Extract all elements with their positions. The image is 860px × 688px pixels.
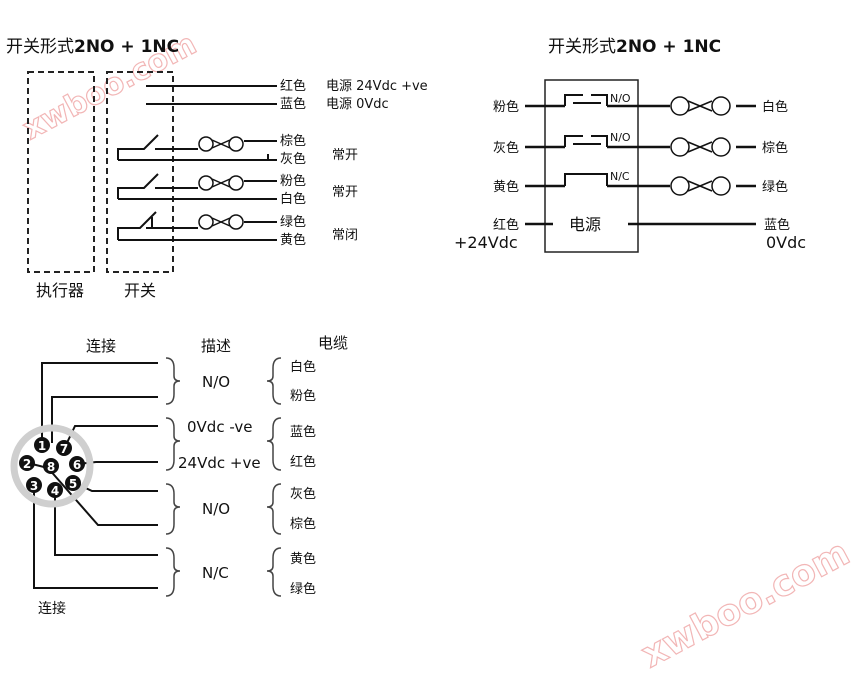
connector-symbol-2 (198, 175, 244, 191)
top-right-title: 开关形式2NO + 1NC (548, 37, 721, 57)
group-1-cable-2: 粉色 (290, 388, 316, 404)
power-desc-negative: 电源 0Vdc (326, 97, 389, 112)
switch-nc (117, 211, 277, 241)
pin-6: 6 (69, 456, 85, 472)
group-2-cable-1: 蓝色 (290, 424, 316, 440)
switch-box (106, 71, 174, 273)
wire-color-brown: 棕色 (280, 133, 306, 149)
connector-symbol-3 (198, 214, 244, 230)
pin-4: 4 (47, 482, 63, 498)
wire-color-blue: 蓝色 (280, 96, 306, 112)
svg-text:8: 8 (47, 460, 55, 474)
power-right-color: 蓝色 (764, 217, 790, 233)
connector-pinout-diagram: 连接 描述 电缆 连接 1 7 2 8 6 3 5 4 (10, 334, 348, 617)
power-left-color: 红色 (493, 217, 519, 233)
switch-housing (544, 79, 639, 253)
column-cable-label: 电缆 (318, 334, 348, 352)
voltage-left: +24Vdc (454, 233, 518, 252)
actuator-label: 执行器 (36, 281, 84, 300)
wire-color-red: 红色 (280, 78, 306, 94)
wire-color-pink: 粉色 (280, 173, 306, 189)
switch-no-1 (117, 134, 277, 161)
actuator-box (27, 71, 95, 273)
svg-text:6: 6 (73, 458, 81, 472)
group-4-cable-1: 黄色 (290, 551, 316, 567)
contact-3-type: N/C (610, 170, 630, 183)
contact-2-type: N/O (610, 131, 631, 144)
contact-3-right-color: 绿色 (762, 179, 788, 195)
top-left-diagram: 开关形式2NO + 1NC 执行器 开关 (6, 37, 428, 300)
group-2-desc-positive: 24Vdc +ve (178, 454, 261, 472)
contact-row-1: 粉色 N/O 白色 (493, 92, 788, 116)
contact-2-left-color: 灰色 (493, 140, 519, 156)
group-1-desc: N/O (202, 373, 230, 391)
svg-text:3: 3 (30, 479, 38, 493)
power-label: 电源 (569, 215, 601, 234)
top-right-diagram: 开关形式2NO + 1NC 粉色 N/O 白色 (454, 37, 806, 253)
contact-row-3: 黄色 N/C 绿色 (493, 170, 788, 196)
pin-3: 3 (26, 477, 42, 493)
group-3-cable-1: 灰色 (290, 486, 316, 502)
pin-7: 7 (56, 440, 72, 456)
group-2-cable-2: 红色 (290, 454, 316, 470)
group-1-cable-1: 白色 (290, 359, 316, 375)
group-4-cable-2: 绿色 (290, 581, 316, 597)
svg-text:7: 7 (60, 442, 68, 456)
svg-text:xwboo.com: xwboo.com (635, 532, 856, 676)
contact-2-right-color: 棕色 (762, 140, 788, 156)
desc-braces (165, 357, 181, 597)
connector-wires (27, 362, 158, 589)
contact-1-type: N/O (610, 92, 631, 105)
pin-5: 5 (65, 475, 81, 491)
contact-1-right-color: 白色 (762, 99, 788, 115)
wire-color-green: 绿色 (280, 214, 306, 230)
bottom-connect-label: 连接 (38, 600, 66, 617)
desc-nc: 常闭 (332, 228, 358, 243)
power-desc-positive: 电源 24Vdc +ve (326, 79, 428, 94)
group-2-desc-negative: 0Vdc -ve (187, 418, 252, 436)
connector-symbol-1 (198, 136, 244, 152)
contact-3-left-color: 黄色 (493, 179, 519, 195)
voltage-right: 0Vdc (766, 233, 806, 252)
connector-pins: 1 7 2 8 6 3 5 4 (19, 437, 85, 498)
connector-ring (10, 424, 94, 508)
svg-text:2: 2 (23, 457, 31, 471)
watermark-bottom-right: xwboo.com (634, 532, 857, 677)
pin-8: 8 (43, 458, 59, 474)
switch-label: 开关 (124, 281, 156, 300)
switch-no-2 (117, 173, 277, 200)
desc-no-1: 常开 (332, 148, 358, 163)
group-4-desc: N/C (202, 564, 229, 582)
contact-row-2: 灰色 N/O 棕色 (493, 131, 788, 157)
group-3-desc: N/O (202, 500, 230, 518)
pin-2: 2 (19, 455, 35, 471)
svg-text:1: 1 (38, 439, 46, 453)
group-3-cable-2: 棕色 (290, 516, 316, 532)
wire-color-white: 白色 (280, 191, 306, 207)
wire-color-yellow: 黄色 (280, 232, 306, 248)
pin-1: 1 (34, 437, 50, 453)
column-desc-label: 描述 (201, 337, 231, 355)
column-connect-label: 连接 (86, 337, 116, 355)
svg-text:4: 4 (51, 484, 59, 498)
svg-text:5: 5 (69, 477, 77, 491)
contact-1-left-color: 粉色 (493, 99, 519, 115)
wire-color-grey: 灰色 (280, 151, 306, 167)
cable-braces (266, 357, 282, 597)
top-left-title: 开关形式2NO + 1NC (6, 37, 179, 57)
power-row: 红色 电源 蓝色 +24Vdc 0Vdc (454, 215, 806, 252)
desc-no-2: 常开 (332, 185, 358, 200)
